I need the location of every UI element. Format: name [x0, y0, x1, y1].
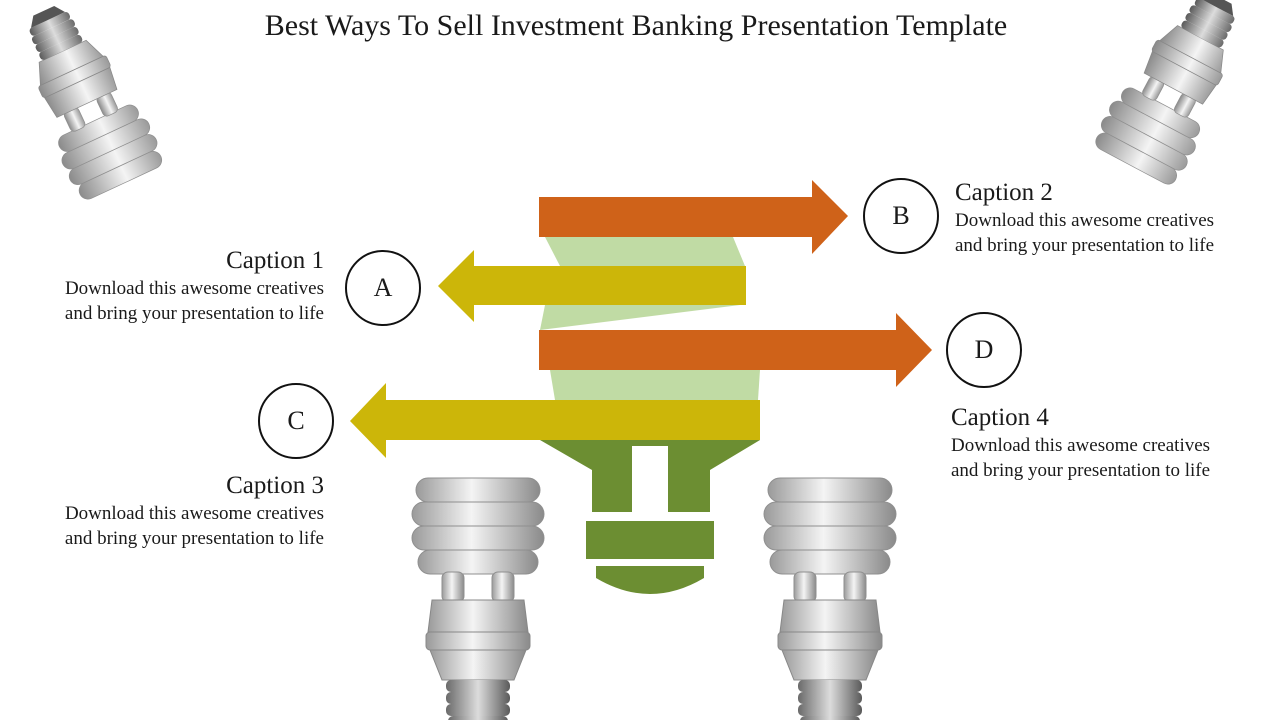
caption-2-block: Caption 2 Download this awesome creative…: [955, 178, 1275, 258]
badge-b: B: [863, 178, 939, 254]
caption-2-text-line2: and bring your presentation to life: [955, 235, 1215, 256]
cfl-bulb-icon: [0, 0, 168, 204]
caption-3-block: Caption 3 Download this awesome creative…: [4, 471, 324, 551]
slide-title: Best Ways To Sell Investment Banking Pre…: [264, 9, 1008, 42]
caption-4-block: Caption 4 Download this awesome creative…: [951, 403, 1271, 483]
arrow-left-icon: [438, 250, 746, 322]
caption-2-title: Caption 2: [955, 179, 1053, 206]
caption-1-title: Caption 1: [226, 247, 324, 274]
cfl-bulb-icon: [763, 477, 897, 720]
cfl-bulb-icon: [411, 477, 545, 720]
badge-c: C: [258, 383, 334, 459]
caption-2-text-line1: Download this awesome creatives: [955, 210, 1215, 231]
badge-d: D: [946, 312, 1022, 388]
caption-1-block: Caption 1 Download this awesome creative…: [4, 246, 324, 326]
caption-3-text-line2: and bring your presentation to life: [64, 528, 324, 549]
arrow-right-icon: [539, 180, 848, 254]
caption-4-text-line1: Download this awesome creatives: [951, 435, 1211, 456]
caption-1-text-line1: Download this awesome creatives: [64, 278, 324, 299]
arrow-right-icon: [539, 313, 932, 387]
connector-band: [540, 305, 740, 330]
badge-a: A: [345, 250, 421, 326]
caption-1-text-line2: and bring your presentation to life: [64, 303, 324, 324]
connector-band: [545, 237, 745, 266]
caption-4-text-line2: and bring your presentation to life: [951, 460, 1211, 481]
bulb-base-shape: [540, 440, 760, 594]
caption-3-text-line1: Download this awesome creatives: [64, 503, 324, 524]
cfl-bulb-icon: [1089, 0, 1264, 189]
caption-4-title: Caption 4: [951, 404, 1049, 431]
caption-3-title: Caption 3: [226, 472, 324, 499]
arrow-left-icon: [350, 383, 760, 458]
connector-band: [550, 370, 760, 400]
